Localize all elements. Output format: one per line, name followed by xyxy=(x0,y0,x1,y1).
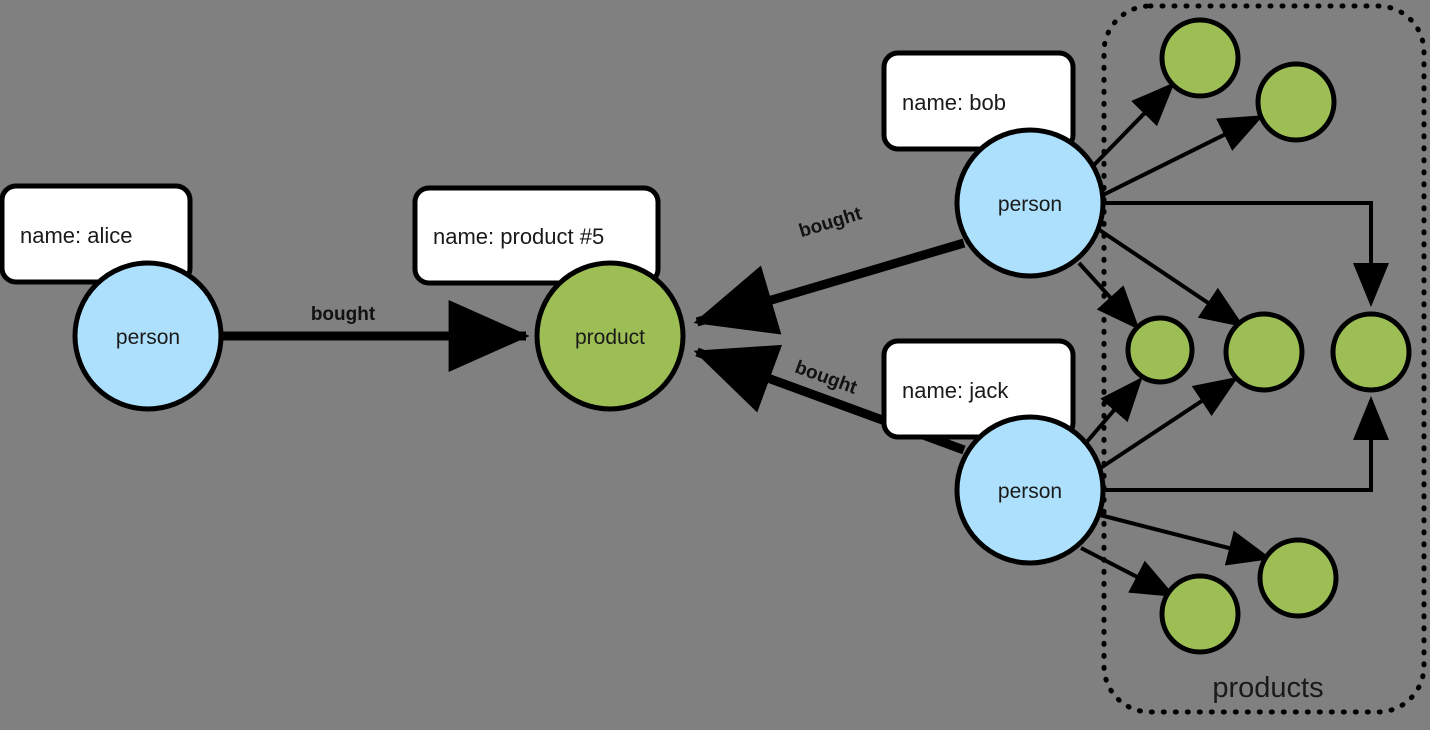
tooltips: name: alice name: product #5 name: bob n… xyxy=(0,50,1076,440)
purchase-edges-jack xyxy=(1080,376,1389,597)
node-product5-label: product xyxy=(575,326,645,349)
product-node-3[interactable] xyxy=(1125,315,1195,385)
edge-jack-to-product-7 xyxy=(1080,546,1176,597)
product-node-7[interactable] xyxy=(1159,573,1241,655)
product-node-2[interactable] xyxy=(1255,61,1337,143)
node-jack[interactable]: person xyxy=(954,414,1106,566)
edge-bob-to-product-1 xyxy=(1091,82,1175,168)
node-bob-label: person xyxy=(998,193,1062,216)
main-nodes: person product person person xyxy=(72,127,1106,566)
edge-bob-to-product-4 xyxy=(1096,227,1245,328)
node-alice[interactable]: person xyxy=(72,260,224,412)
edge-jack-to-product-4 xyxy=(1097,376,1239,471)
group-product-nodes xyxy=(1125,17,1412,655)
edge-bob-to-product-5 xyxy=(1103,201,1389,307)
products-group-label: products xyxy=(1212,672,1323,704)
edge-bob-bought-product[interactable] xyxy=(693,238,966,335)
edge-bob-to-product-3 xyxy=(1077,261,1140,330)
node-bob[interactable]: person xyxy=(954,127,1106,279)
node-product5[interactable]: product xyxy=(534,260,686,412)
purchase-edges-bob xyxy=(1077,82,1389,330)
node-jack-label: person xyxy=(998,480,1062,503)
product-node-4[interactable] xyxy=(1223,311,1305,393)
product-node-1[interactable] xyxy=(1159,17,1241,99)
edge-label-alice-bought: bought xyxy=(311,304,376,325)
edge-jack-to-product-5 xyxy=(1103,396,1389,492)
edge-jack-to-product-6 xyxy=(1099,513,1272,566)
jack-tooltip: name: jack xyxy=(881,338,1076,440)
edge-bob-to-product-2 xyxy=(1100,115,1264,198)
product5-tooltip-text: name: product #5 xyxy=(433,224,604,249)
product-node-6[interactable] xyxy=(1257,537,1339,619)
bob-tooltip: name: bob xyxy=(881,50,1076,152)
product5-tooltip: name: product #5 xyxy=(412,185,661,286)
alice-tooltip-text: name: alice xyxy=(20,223,133,248)
product-node-5[interactable] xyxy=(1330,311,1412,393)
jack-tooltip-text: name: jack xyxy=(902,378,1009,403)
node-alice-label: person xyxy=(116,326,180,349)
edge-label-bob-bought: bought xyxy=(797,203,865,242)
alice-tooltip: name: alice xyxy=(0,183,193,285)
edge-jack-to-product-3 xyxy=(1083,376,1143,446)
bob-tooltip-text: name: bob xyxy=(902,90,1006,115)
